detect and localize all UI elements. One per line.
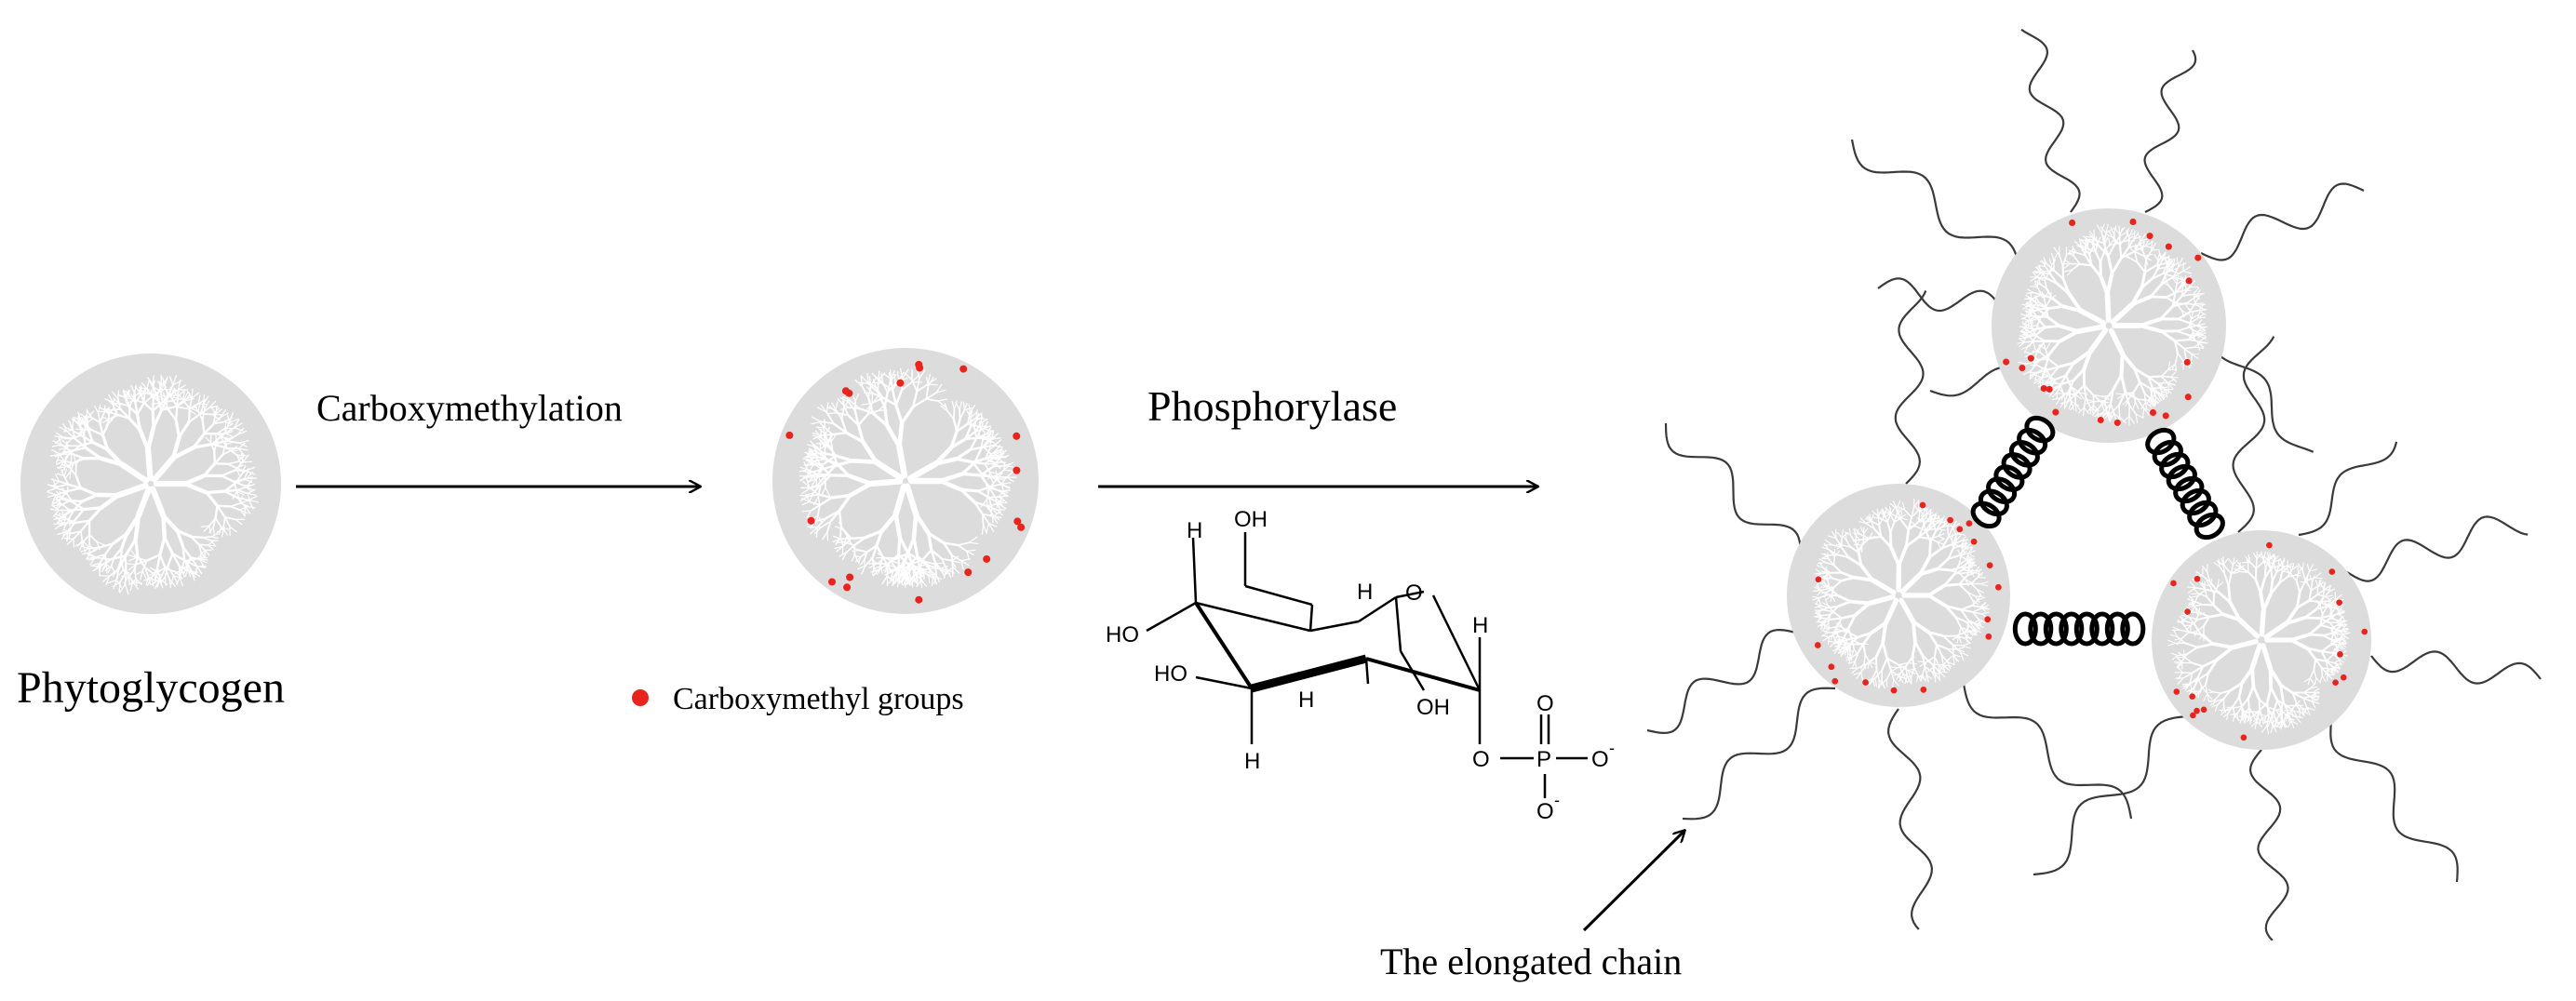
elongated-chain	[2298, 441, 2398, 537]
phosphate-oxygen-right-label: O	[1591, 747, 1609, 772]
elongated-chain	[1646, 628, 1797, 735]
elongated-chain-arrow	[1582, 831, 1684, 932]
phosphate-oxygen-bottom-label: O	[1536, 799, 1554, 824]
phytoglycogen-label: Phytoglycogen	[17, 663, 285, 713]
h-mid-label: H	[1298, 687, 1314, 713]
carboxymethyl-legend-label: Carboxymethyl groups	[673, 682, 964, 716]
helix-turn	[2089, 611, 2115, 647]
elongated-chain	[2232, 336, 2275, 533]
helix-turn	[2152, 439, 2183, 468]
oh-top-label: OH	[1234, 507, 1268, 532]
elongated-chain	[2346, 515, 2529, 582]
modified-particle-top	[1992, 208, 2226, 443]
minus-charge-right: -	[1609, 739, 1615, 757]
helix-turn	[2145, 427, 2177, 456]
elongated-chain	[1850, 139, 2021, 271]
carboxymethyl-dots	[1814, 501, 2002, 694]
helix-turn	[2159, 451, 2191, 480]
phytoglycogen-particle	[20, 354, 281, 614]
elongated-chain	[1894, 290, 1927, 485]
carboxymethylated-particle	[772, 348, 1039, 614]
helix-turn	[2166, 463, 2197, 492]
h-ring-label: H	[1357, 580, 1373, 605]
phosphorylase-label: Phosphorylase	[1147, 382, 1397, 430]
elongated-chain	[2370, 650, 2542, 685]
elongated-chain	[1886, 708, 1934, 930]
helix-turn	[2173, 475, 2205, 504]
ho-mid-label: HO	[1154, 661, 1187, 687]
dendritic-branches	[2167, 551, 2351, 735]
h-bottom-label: H	[1244, 749, 1260, 774]
elongated-chain	[2020, 28, 2081, 213]
dendritic-branches	[2017, 223, 2208, 427]
elongated-chains	[1646, 28, 2542, 941]
modified-particle-right	[2152, 530, 2371, 750]
helix-turn	[2120, 611, 2146, 647]
h-top-left-label: H	[1187, 518, 1202, 543]
helix-turn	[2073, 611, 2100, 647]
helix-turn	[1970, 500, 2002, 529]
dendritic-branches	[798, 367, 1017, 589]
elongated-chain-label: The elongated chain	[1380, 941, 1682, 982]
elongated-chain	[1877, 277, 2002, 313]
h-anomeric-label: H	[1472, 613, 1488, 638]
carboxymethylation-label: Carboxymethylation	[316, 387, 623, 429]
elongated-chain	[2033, 714, 2188, 876]
helix-turn	[2104, 611, 2130, 647]
elongated-chain	[2248, 749, 2289, 941]
oh-bottom-label: OH	[1416, 695, 1450, 720]
helix-turn	[2180, 487, 2211, 516]
helix-turn	[2059, 611, 2085, 647]
helix-turn	[2028, 611, 2054, 647]
ho-left-label: HO	[1106, 622, 1139, 647]
carboxymethyl-dots	[785, 360, 1026, 604]
helix-turn	[2012, 611, 2038, 647]
elongated-chain	[2200, 182, 2365, 261]
elongated-chain	[1962, 683, 2133, 820]
helix-turn	[2008, 440, 2040, 468]
helix-turn	[1993, 464, 2025, 492]
glucose-1-phosphate-structure: H OH H O H HO HO H OH H O O P O - O -	[1106, 507, 1615, 824]
dendritic-branches	[47, 374, 260, 595]
carboxymethyl-legend-dot	[632, 689, 649, 706]
modified-particle-left	[1787, 484, 2010, 707]
carboxymethyl-dots	[2170, 541, 2368, 741]
helix-links	[1970, 415, 2225, 647]
helix-turn	[2187, 500, 2219, 528]
elongated-chain	[2143, 49, 2197, 213]
helix-turn	[2017, 427, 2048, 456]
carboxymethyl-dots	[2003, 218, 2202, 426]
phosphorus-label: P	[1536, 747, 1551, 772]
helix-turn	[2024, 415, 2056, 444]
helix-turn	[2194, 512, 2225, 541]
phosphate-oxygen-top-label: O	[1536, 691, 1554, 716]
elongated-chain	[1664, 422, 1803, 559]
elongated-chain	[2329, 720, 2459, 883]
ring-oxygen-label: O	[1405, 581, 1423, 606]
helix-turn	[1978, 488, 2009, 517]
elongated-chain	[2209, 325, 2314, 453]
helix-turn	[2043, 611, 2069, 647]
minus-charge-bottom: -	[1554, 791, 1560, 809]
elongated-chain	[1682, 687, 1836, 821]
helix-turn	[1986, 476, 2018, 504]
helix-turn	[2001, 452, 2033, 480]
phosphate-oxygen-left-label: O	[1472, 747, 1490, 772]
